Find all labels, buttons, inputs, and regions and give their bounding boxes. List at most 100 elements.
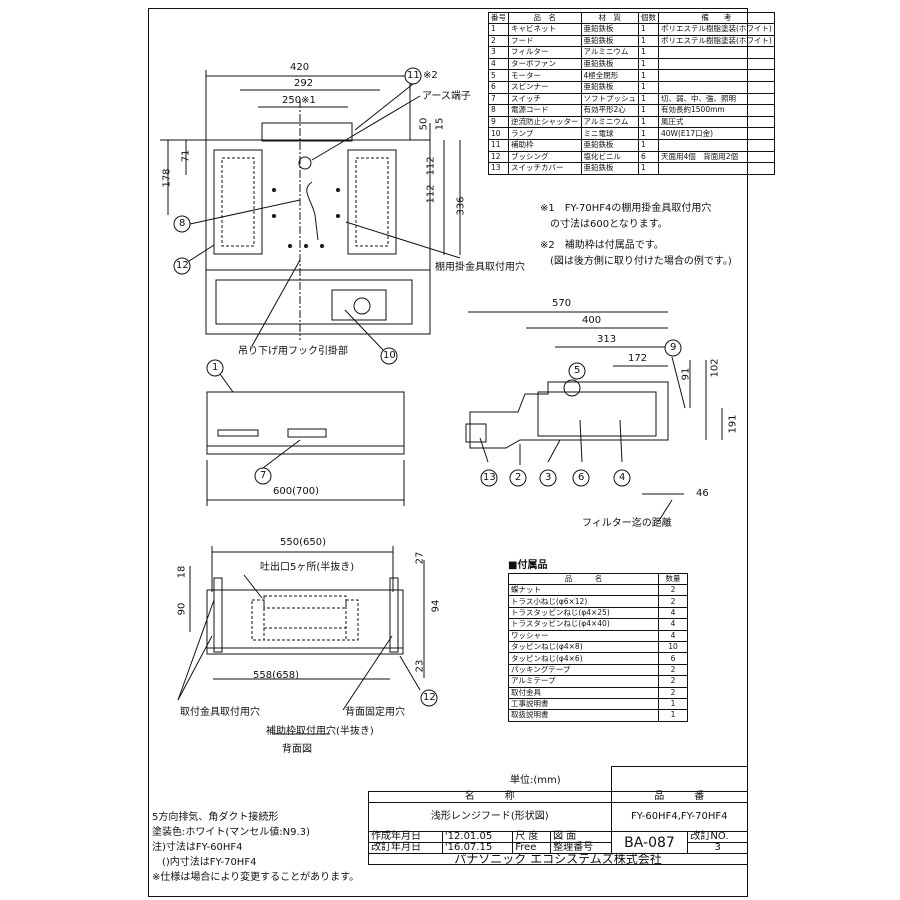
parts-cell: 4 [488,57,509,71]
col-name: 品 名 [508,12,582,24]
parts-cell: 電源コード [508,104,582,117]
drawing-holes [272,188,340,248]
col-material: 材 質 [580,12,639,24]
dim-112a: 112 [425,156,437,176]
dim-178: 178 [161,168,173,188]
sheet-number: 3 [687,842,748,854]
label-back-view: 背面図 [282,744,312,755]
parts-cell [658,57,775,71]
dim-558-658: 558(658) [253,670,299,681]
company-name: パナソニック エコシステムズ株式会社 [368,853,748,865]
parts-table-header: 番号 品 名 材 質 個数 備 考 [488,12,775,24]
parts-cell [658,138,775,152]
scale-label: 尺 度 [512,831,552,843]
parts-cell: 亜鉛鉄板 [580,34,639,48]
parts-cell: 亜鉛鉄板 [580,23,639,36]
parts-cell [658,80,775,94]
parts-cell: ランプ [508,127,582,140]
accessory-cell: 取扱説明書 [507,709,660,722]
top-right-opening [347,149,397,255]
dim-18: 18 [176,565,188,579]
dim-172: 172 [628,353,648,364]
drawing-frame [148,8,748,897]
parts-cell: 1 [638,92,659,106]
parts-cell: 7 [488,92,509,106]
dim-292: 292 [294,78,314,89]
note-right-2: の寸法は600となります。 [540,219,668,230]
accessory-cell: アルミテープ [507,675,660,688]
callout-8: 8 [179,218,186,229]
accessory-row: トラス小ねじ(φ6×12)2 [507,595,688,608]
sheet-label: 改訂NO. [687,831,748,843]
parts-cell: 塩化ビニル [580,150,639,164]
parts-cell: 1 [638,104,659,117]
accessory-cell: 工事説明書 [507,697,660,711]
parts-cell: 1 [638,80,659,94]
parts-cell: 1 [638,127,659,140]
parts-cell: 1 [638,138,659,152]
callout-2: 2 [515,472,522,483]
parts-cell: 亜鉛鉄板 [580,138,639,152]
accessory-cell: 2 [658,686,688,699]
title-number-header: 品 番 [610,791,749,803]
parts-cell: ブッシング [508,150,582,164]
accessory-cell: 1 [658,709,688,722]
note-right-1: ※1 FY-70HF4の棚用掛金具取付用穴 [540,203,712,214]
dim-400: 400 [582,315,602,326]
parts-cell: フィルター [508,46,582,59]
accessory-row: タッピンねじ(φ4×8)10 [507,640,688,654]
parts-cell: 補助枠 [508,138,582,152]
dim-15: 15 [434,117,446,131]
accessory-cell: 4 [658,606,688,620]
dim-600-700: 600(700) [273,486,319,497]
parts-cell [658,162,775,175]
dim-27: 27 [414,551,426,565]
callout-7: 7 [260,470,267,481]
parts-cell: 12 [488,150,509,164]
parts-cell: ミニ電球 [580,127,639,140]
accessory-cell: 10 [658,640,688,654]
accessory-header: 品 名 数量 [507,573,688,585]
parts-cell: 亜鉛鉄板 [580,80,639,94]
dim-191: 191 [727,414,739,434]
revised-label: 改訂年月日 [368,842,443,854]
front-switch [287,428,327,438]
parts-cell: 切、弱、中、強、照明 [658,92,775,106]
parts-cell: 1 [638,57,659,71]
title-number: FY-60HF4,FY-70HF4 [610,802,749,832]
created-date: '12.01.05 [441,831,514,843]
note-left-5: ※仕様は場合により変更することがあります。 [152,872,360,883]
parts-cell: 1 [638,23,659,36]
callout-9: 9 [670,342,677,353]
parts-cell: アルミニウム [580,46,639,59]
accessory-row: タッピンねじ(φ4×6)6 [507,652,688,665]
parts-cell: 6 [638,150,659,164]
created-label: 作成年月日 [368,831,443,843]
parts-cell: 6 [488,80,509,94]
accessory-cell: 4 [658,629,688,642]
accessory-cell: 2 [658,663,688,677]
col-no: 番号 [488,12,509,24]
aux-frame [261,122,353,142]
accessory-cell: 6 [658,652,688,665]
dim-23: 23 [414,659,426,673]
parts-cell: 2 [488,34,509,48]
label-outlets: 吐出口5ヶ所(半抜き) [260,562,355,573]
top-view-lower [205,269,431,335]
callout-5: 5 [574,365,581,376]
parts-cell: スイッチ [508,92,582,106]
label-earth-terminal: アース端子 [422,91,471,102]
parts-cell: ポリエステル樹脂塗装(ホワイト) [658,34,775,48]
motor-outline [331,289,387,321]
parts-cell: スイッチカバー [508,162,582,175]
parts-cell: フード [508,34,582,48]
callout-10: 10 [383,350,396,361]
parts-cell: ターボファン [508,57,582,71]
label-filter-distance: フィルター迄の距離 [582,518,672,529]
